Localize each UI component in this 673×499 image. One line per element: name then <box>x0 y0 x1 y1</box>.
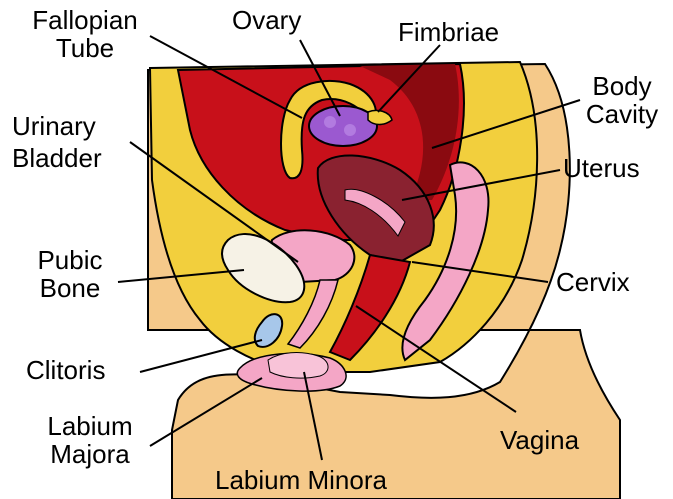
label-fimbriae: Fimbriae <box>398 18 499 46</box>
label-clitoris: Clitoris <box>26 356 105 384</box>
label-pubic-bone-line1: Pubic <box>20 246 120 274</box>
ovary-follicle <box>324 116 336 128</box>
label-pubic-bone: Pubic Bone <box>20 246 120 302</box>
label-urinary-bladder-line1: Urinary <box>12 112 102 140</box>
ovary-follicle <box>344 124 356 136</box>
label-fallopian-tube: Fallopian Tube <box>10 6 160 62</box>
label-labium-majora: Labium Majora <box>30 412 150 468</box>
label-ovary: Ovary <box>232 6 301 34</box>
labium-minora-shape <box>268 353 328 379</box>
label-body-cavity-line2: Cavity <box>572 100 672 128</box>
label-labium-majora-line1: Labium <box>30 412 150 440</box>
label-labium-minora: Labium Minora <box>215 466 387 494</box>
ovary-shape <box>309 106 377 146</box>
label-body-cavity: Body Cavity <box>572 72 672 128</box>
label-fallopian-tube-line2: Tube <box>10 34 160 62</box>
label-labium-majora-line2: Majora <box>30 440 150 468</box>
label-pubic-bone-line2: Bone <box>20 274 120 302</box>
label-cervix: Cervix <box>556 268 630 296</box>
label-vagina: Vagina <box>500 426 579 454</box>
label-body-cavity-line1: Body <box>572 72 672 100</box>
label-urinary-bladder: Urinary Bladder <box>12 112 102 172</box>
label-fallopian-tube-line1: Fallopian <box>10 6 160 34</box>
label-uterus: Uterus <box>563 154 640 182</box>
label-urinary-bladder-line2: Bladder <box>12 144 102 172</box>
